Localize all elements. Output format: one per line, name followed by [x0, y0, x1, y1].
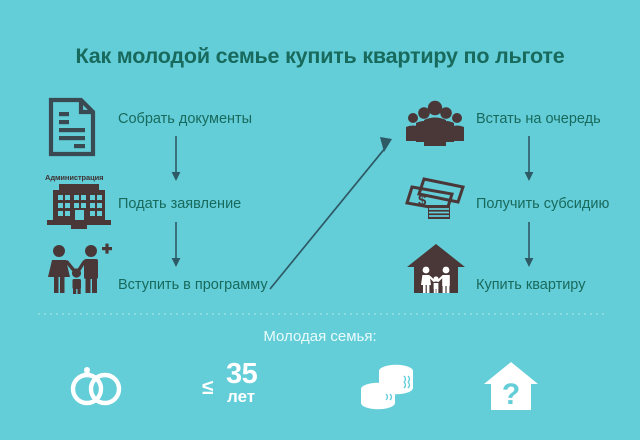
svg-text:$: $ [418, 192, 427, 209]
diagonal-arrow-icon [269, 137, 392, 290]
down-arrow-icon [524, 136, 534, 181]
money-banknotes-icon: $ [402, 176, 466, 222]
family-plus-icon [46, 243, 112, 295]
bottom-heading: Молодая семья: [263, 328, 377, 345]
step-label-receive-subsidy: Получить субсидию [476, 196, 610, 212]
administration-caption: Администрация [45, 173, 104, 182]
step-label-buy-apartment: Купить квартиру [476, 277, 586, 293]
svg-text:?: ? [502, 378, 520, 411]
dotted-divider [36, 313, 604, 315]
down-arrow-icon [524, 222, 534, 267]
document-icon [48, 97, 96, 157]
down-arrow-icon [171, 136, 181, 181]
administration-building-icon [45, 183, 113, 229]
down-arrow-icon [171, 222, 181, 267]
wedding-rings-icon [66, 363, 126, 414]
people-queue-icon [404, 100, 466, 148]
house-family-icon [406, 243, 466, 295]
age-number: 35 [226, 358, 258, 390]
step-label-join-program: Вступить в программу [118, 277, 268, 293]
step-label-join-queue: Встать на очередь [476, 111, 601, 127]
age-comparator: ≤ [202, 376, 214, 399]
age-unit: лет [227, 387, 256, 406]
step-label-collect-documents: Собрать документы [118, 111, 253, 127]
step-label-submit-application: Подать заявление [118, 196, 242, 212]
coins-stack-icon [358, 362, 420, 417]
house-question-icon: ? [483, 360, 539, 417]
page-title: Как молодой семье купить квартиру по льг… [75, 44, 565, 68]
age-limit-icon: ≤ 35 лет [200, 360, 290, 410]
